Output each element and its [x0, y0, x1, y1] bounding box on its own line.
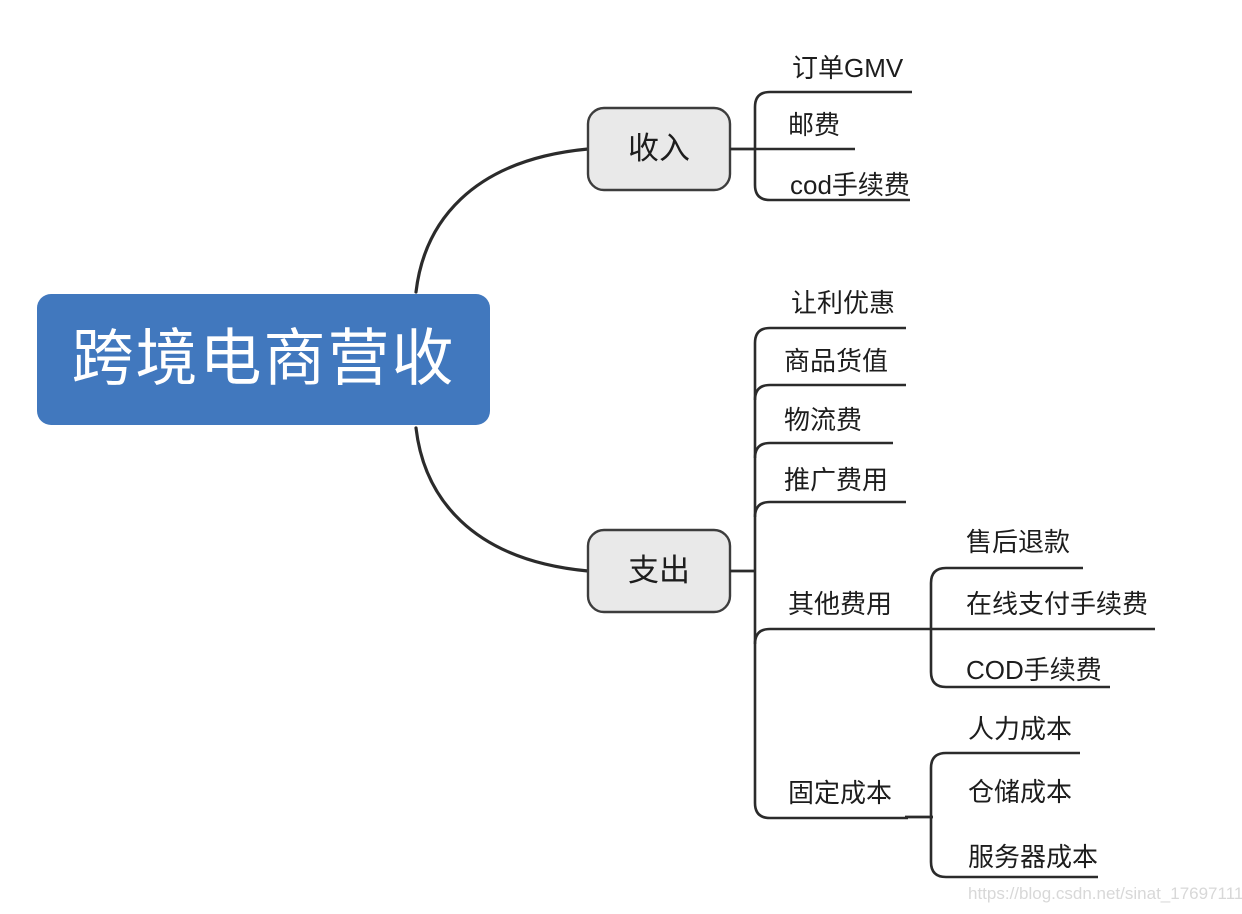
leaf-order-gmv[interactable]: 订单GMV — [792, 53, 904, 83]
trunk-other-fee — [929, 566, 1110, 689]
node-fixed-cost[interactable]: 固定成本 — [788, 778, 892, 808]
leaf-cod-service-fee-label: cod手续费 — [790, 170, 910, 200]
branch-income[interactable]: 收入 — [586, 106, 732, 192]
leaf-order-gmv-label: 订单GMV — [792, 53, 904, 83]
root-node-label: 跨境电商营收 — [71, 324, 455, 393]
node-other-fee-label: 其他费用 — [788, 589, 892, 619]
root-node[interactable]: 跨境电商营收 — [37, 294, 490, 425]
trunk-income — [753, 90, 912, 202]
leaf-after-sales-refund[interactable]: 售后退款 — [966, 527, 1070, 557]
connector-root-to-expense — [414, 426, 590, 573]
connector-root-to-income — [414, 147, 590, 294]
elbow-goods-value — [753, 383, 906, 401]
leaf-cod-service-fee[interactable]: cod手续费 — [790, 170, 910, 200]
leaf-shipping-fee[interactable]: 邮费 — [755, 110, 855, 151]
leaf-promotion-fee[interactable]: 推广费用 — [784, 465, 888, 495]
elbow-logistics-fee — [753, 441, 893, 459]
trunk-expense-top — [753, 326, 908, 820]
leaf-server-cost-label: 服务器成本 — [968, 842, 1098, 872]
elbow-other-fee — [753, 627, 1155, 645]
leaf-discount-label: 让利优惠 — [791, 288, 895, 318]
watermark: https://blog.csdn.net/sinat_17697111 — [968, 884, 1242, 903]
leaf-cod-fee-upper[interactable]: COD手续费 — [966, 655, 1102, 685]
leaf-server-cost[interactable]: 服务器成本 — [968, 842, 1098, 872]
root-node-shape — [37, 294, 490, 425]
leaf-discount[interactable]: 让利优惠 — [791, 288, 895, 318]
node-other-fee[interactable]: 其他费用 — [788, 589, 892, 619]
root-connectors — [414, 147, 590, 573]
branch-expense-label: 支出 — [628, 553, 690, 588]
trunk-fixed-cost — [929, 751, 1098, 879]
leaf-promotion-fee-label: 推广费用 — [784, 465, 888, 495]
leaf-labor-cost[interactable]: 人力成本 — [968, 714, 1072, 744]
branch-expense[interactable]: 支出 — [586, 528, 732, 614]
leaf-after-sales-refund-label: 售后退款 — [966, 527, 1070, 557]
leaf-warehouse-cost[interactable]: 仓储成本 — [968, 777, 1072, 807]
leaf-online-payment-fee-label: 在线支付手续费 — [966, 589, 1148, 619]
leaf-labor-cost-label: 人力成本 — [968, 714, 1072, 744]
leaf-logistics-fee[interactable]: 物流费 — [784, 405, 862, 435]
node-fixed-cost-label: 固定成本 — [788, 778, 892, 808]
leaf-cod-fee-upper-label: COD手续费 — [966, 655, 1102, 685]
leaf-goods-value-label: 商品货值 — [784, 346, 888, 376]
elbow-promotion-fee — [753, 500, 906, 518]
leaf-goods-value[interactable]: 商品货值 — [784, 346, 888, 376]
leaf-online-payment-fee[interactable]: 在线支付手续费 — [966, 589, 1148, 619]
leaf-warehouse-cost-label: 仓储成本 — [968, 777, 1072, 807]
leaf-logistics-fee-label: 物流费 — [784, 405, 862, 435]
branch-income-label: 收入 — [628, 131, 690, 166]
leaf-shipping-fee-label: 邮费 — [788, 110, 840, 140]
